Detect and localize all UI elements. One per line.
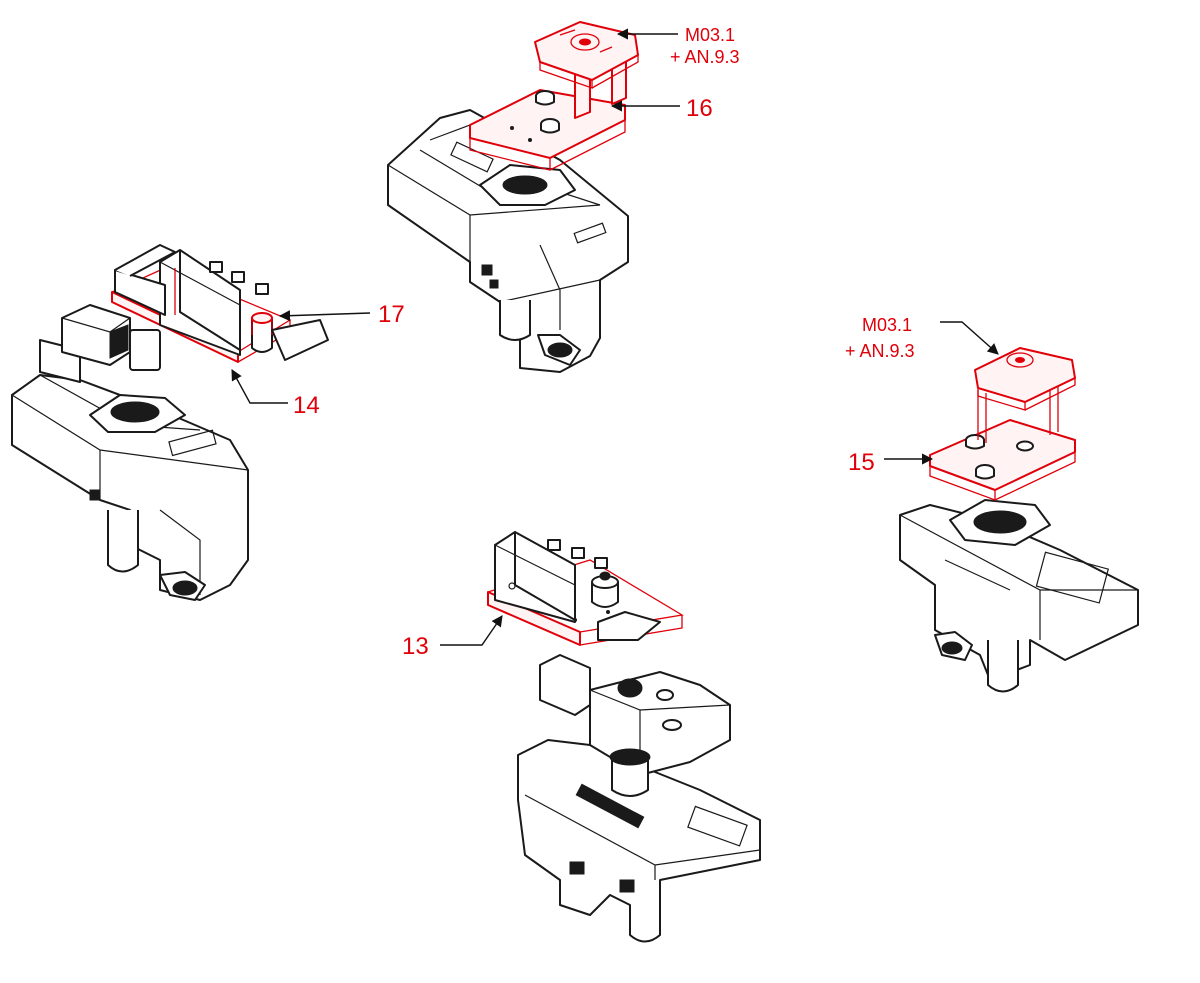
- leader-14: [231, 369, 288, 404]
- assembly-bottom: [487, 531, 761, 943]
- callout-m031-top: M03.1: [685, 25, 735, 45]
- leader-m031-right: [940, 321, 999, 355]
- callout-an93-right: + AN.9.3: [845, 341, 915, 361]
- callout-15: 15: [848, 449, 875, 476]
- callout-14: 14: [293, 392, 320, 419]
- assembly-top: [387, 21, 639, 373]
- leader-13: [440, 615, 503, 646]
- callout-an93-top: + AN.9.3: [670, 47, 740, 67]
- leader-17: [278, 310, 371, 322]
- callout-16: 16: [686, 95, 713, 122]
- callout-m031-right: M03.1: [862, 315, 912, 335]
- leader-lines: [231, 28, 999, 646]
- assembly-right: [899, 347, 1139, 693]
- callout-labels: M03.1 + AN.9.3 16 17 14 M03.1 + AN.9.3 1…: [293, 25, 915, 660]
- callout-13: 13: [402, 633, 429, 660]
- callout-17: 17: [378, 301, 405, 328]
- assembly-left: [11, 244, 329, 601]
